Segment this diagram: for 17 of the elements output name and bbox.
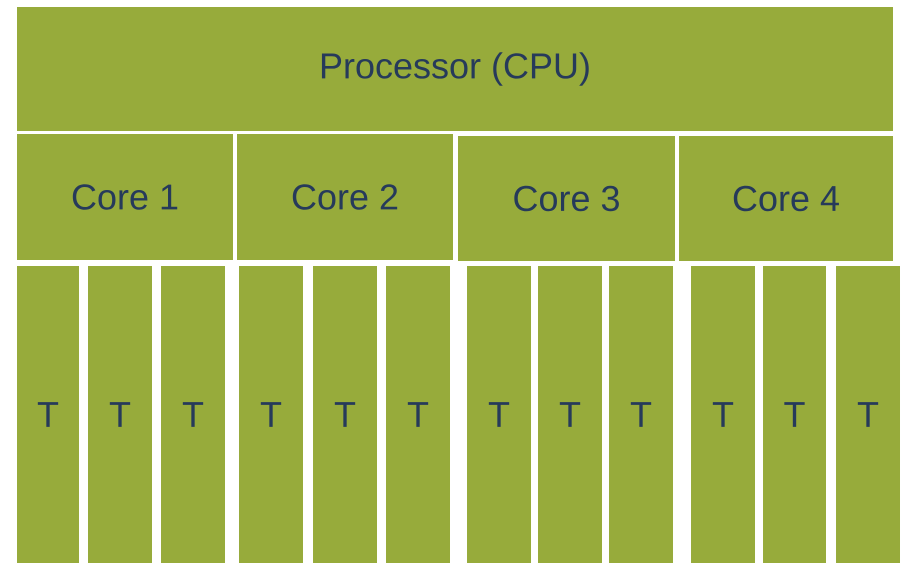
thread-box: T xyxy=(161,266,225,563)
core-box: Core 3 xyxy=(458,136,675,261)
core-box: Core 2 xyxy=(237,134,453,260)
core-box: Core 1 xyxy=(17,134,233,260)
processor-box: Processor (CPU) xyxy=(17,7,893,131)
thread-box: T xyxy=(538,266,602,563)
thread-box: T xyxy=(386,266,450,563)
thread-box: T xyxy=(836,266,900,563)
thread-box: T xyxy=(239,266,303,563)
thread-box: T xyxy=(17,266,79,563)
thread-box: T xyxy=(763,266,826,563)
core-box: Core 4 xyxy=(679,136,893,261)
thread-box: T xyxy=(467,266,531,563)
thread-box: T xyxy=(88,266,152,563)
thread-box: T xyxy=(691,266,755,563)
thread-box: T xyxy=(609,266,673,563)
thread-box: T xyxy=(313,266,377,563)
